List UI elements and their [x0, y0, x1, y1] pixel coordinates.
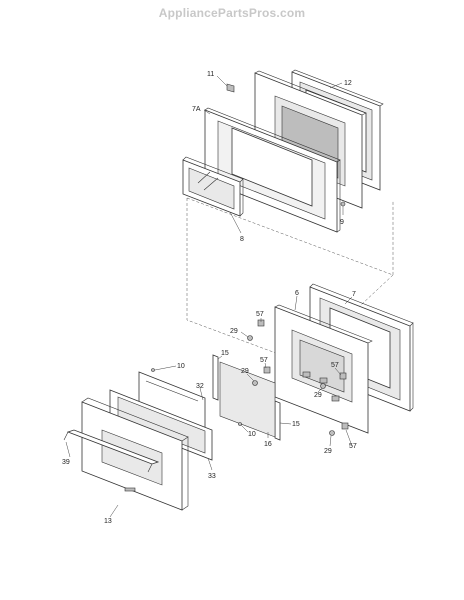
- watermark: AppliancePartsPros.com: [158, 6, 306, 20]
- part-33-inner-glass: [109, 389, 213, 461]
- label-part-15-b: 15: [292, 421, 300, 428]
- label-part-39: 39: [62, 459, 70, 466]
- label-part-7: 7: [352, 291, 356, 298]
- leader-lines: [65, 75, 353, 518]
- part-16-insulation: [219, 361, 276, 438]
- label-part-7a: 7A: [192, 106, 201, 113]
- part-labels: 11 12 7A 9 8 6 7 57 29 57 10 15 29 32 57…: [62, 71, 357, 525]
- label-part-29-b: 29: [241, 368, 249, 375]
- label-part-8: 8: [240, 236, 244, 243]
- part-8-window-glass: [182, 156, 244, 217]
- label-part-15-a: 15: [221, 350, 229, 357]
- label-part-11: 11: [207, 71, 214, 78]
- fasteners: [151, 319, 349, 436]
- label-part-9: 9: [340, 219, 344, 226]
- label-part-33: 33: [208, 473, 216, 480]
- label-part-6: 6: [295, 290, 299, 297]
- label-part-13: 13: [104, 518, 112, 525]
- part-39-door-handle: [63, 429, 160, 473]
- label-part-16: 16: [264, 441, 272, 448]
- label-part-57-a: 57: [256, 311, 264, 318]
- label-part-29-a: 29: [230, 328, 238, 335]
- label-part-12: 12: [344, 80, 352, 87]
- part-11-bracket: [226, 83, 235, 93]
- part-7a-door-frame: [204, 107, 341, 233]
- label-part-10-b: 10: [248, 431, 256, 438]
- part-15-upper-bracket: [212, 354, 281, 441]
- part-6-inner-door-panel: [274, 304, 373, 434]
- label-part-57-b: 57: [260, 357, 268, 364]
- part-9-screw: [340, 201, 346, 207]
- label-part-10-a: 10: [177, 363, 185, 370]
- label-part-57-c: 57: [331, 362, 339, 369]
- label-part-29-d: 29: [324, 448, 332, 455]
- label-part-57-d: 57: [349, 443, 357, 450]
- label-part-32: 32: [196, 383, 204, 390]
- label-part-29-c: 29: [314, 392, 322, 399]
